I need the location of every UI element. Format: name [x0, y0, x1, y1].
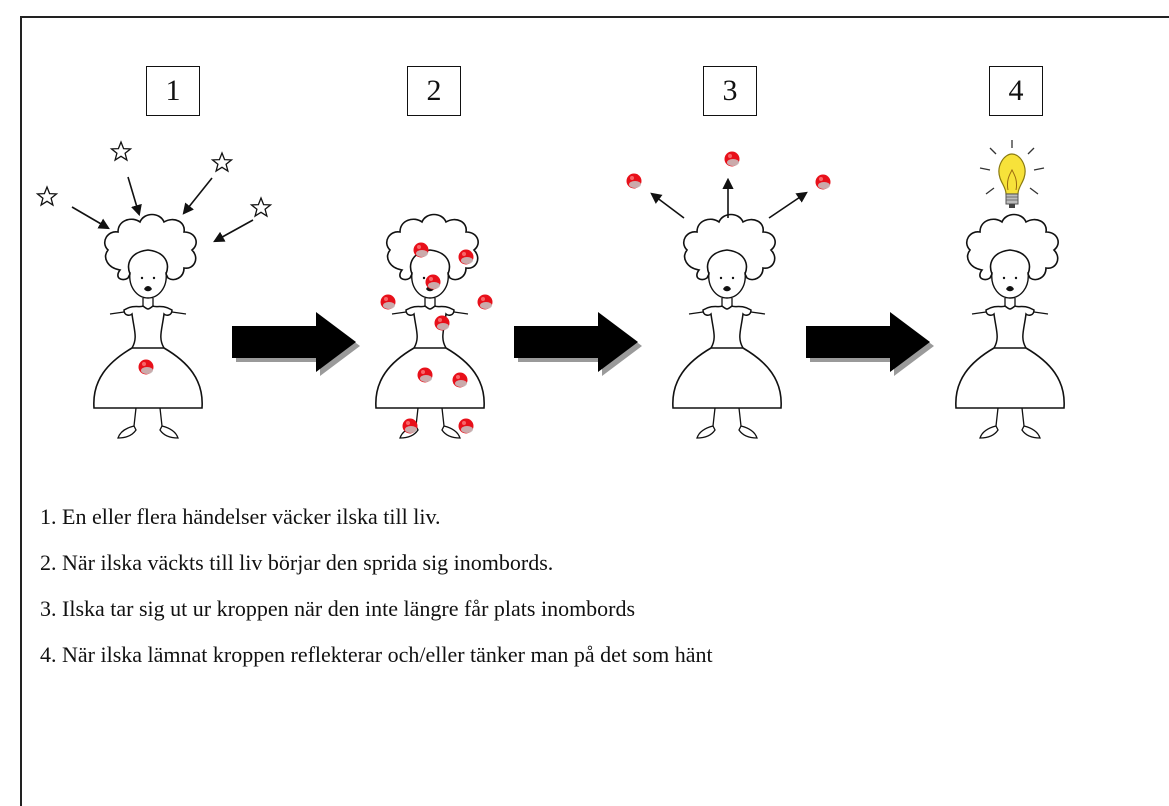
anger-dot-icon	[815, 174, 831, 190]
star-icon	[110, 141, 132, 161]
star-icon	[36, 186, 58, 206]
arrow-icon	[768, 191, 808, 219]
caption-step-4: 4. När ilska lämnat kroppen reflekterar …	[40, 642, 713, 667]
anger-dot-icon	[724, 151, 740, 167]
figure-2	[375, 213, 493, 439]
anger-process-diagram	[36, 140, 1065, 439]
step-number-box-2: 2	[407, 66, 461, 116]
arrow-right-icon	[232, 312, 360, 376]
anger-dot-icon	[477, 294, 493, 310]
star-icon	[211, 152, 233, 172]
star-icon	[250, 197, 272, 217]
anger-dot-icon	[417, 367, 433, 383]
anger-dot-icon	[452, 372, 468, 388]
step-number-4: 4	[1008, 74, 1024, 107]
arrow-right-icon	[806, 312, 934, 376]
anger-dot-icon	[458, 249, 474, 265]
arrow-icon	[127, 176, 142, 217]
step-number-1: 1	[165, 74, 181, 107]
arrow-icon	[650, 192, 685, 219]
caption-step-3: 3. Ilska tar sig ut ur kroppen när den i…	[40, 596, 636, 621]
step-number-2: 2	[426, 74, 442, 107]
arrow-icon	[71, 206, 110, 230]
figure-1	[36, 141, 272, 439]
anger-dot-icon	[380, 294, 396, 310]
diagram-frame	[20, 16, 1169, 806]
anger-dot-icon	[138, 359, 154, 375]
anger-dot-icon	[413, 242, 429, 258]
anger-dot-icon	[425, 274, 441, 290]
caption-list: 1. En eller flera händelser väcker ilska…	[40, 504, 713, 688]
anger-dot-icon	[434, 315, 450, 331]
step-number-box-4: 4	[989, 66, 1043, 116]
arrow-icon	[213, 219, 254, 243]
arrow-icon	[182, 177, 213, 215]
step-number-3: 3	[722, 74, 738, 107]
caption-step-1: 1. En eller flera händelser väcker ilska…	[40, 504, 441, 529]
lightbulb-icon	[979, 140, 1045, 208]
step-number-box-3: 3	[703, 66, 757, 116]
anger-dot-icon	[402, 418, 418, 434]
figure-4	[955, 140, 1065, 439]
caption-step-2: 2. När ilska väckts till liv börjar den …	[40, 550, 554, 575]
step-number-box-1: 1	[146, 66, 200, 116]
arrow-right-icon	[514, 312, 642, 376]
figure-3	[626, 151, 831, 439]
anger-dot-icon	[626, 173, 642, 189]
anger-dot-icon	[458, 418, 474, 434]
